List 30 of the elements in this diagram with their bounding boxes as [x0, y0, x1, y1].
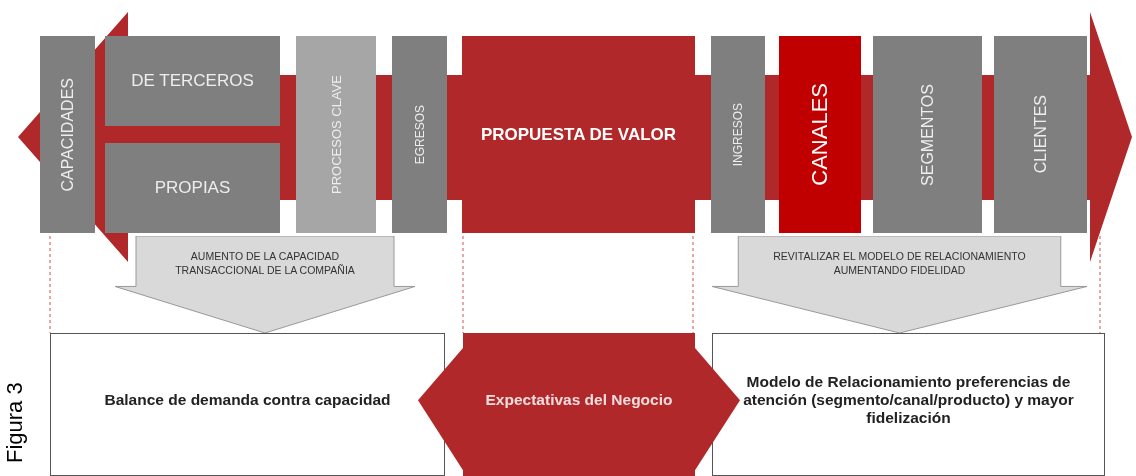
node-text: PROPIAS: [154, 178, 231, 198]
category-box: [105, 143, 280, 233]
node-text: CANALES: [807, 83, 833, 186]
node-text: INGRESOS: [731, 102, 745, 167]
node-text: AUMENTO DE LA CAPACIDAD TRANSACCIONAL DE LA COMPAÑIA: [174, 250, 356, 278]
vertical-box: [873, 36, 982, 233]
down-arrow-shape: [712, 236, 1087, 333]
node-text: PROPUESTA DE VALOR: [480, 124, 677, 145]
category-box: [105, 36, 280, 126]
highlight-box: [779, 36, 861, 233]
vertical-box: [392, 36, 447, 233]
node-text: PROCESOS CLAVE: [328, 75, 344, 194]
down-arrow-shape: [115, 236, 415, 333]
vertical-box: [711, 36, 765, 233]
node-text: REVITALIZAR EL MODELO DE RELACIONAMIENTO AUMENTANDO FIDELIDAD: [772, 250, 1027, 278]
result-box: [712, 333, 1105, 476]
node-text: CLIENTES: [1031, 95, 1050, 174]
node-text: Expectativas del Negocio: [484, 390, 674, 409]
result-box: [50, 333, 445, 476]
node-text: EGRESOS: [412, 104, 427, 165]
node-text: SEGMENTOS: [918, 83, 937, 186]
vertical-box: [994, 36, 1087, 233]
vertical-box: [296, 36, 376, 233]
figure-caption: Figura 3: [2, 381, 28, 465]
node-text: DE TERCEROS: [131, 71, 254, 91]
vertical-box: [40, 36, 95, 233]
node-text: Balance de demanda contra capacidad: [103, 390, 392, 409]
node-text: Modelo de Relacionamiento preferencias de atención (segmento/canal/producto) y mayor fidelización: [742, 372, 1075, 427]
double-arrow-shape: [418, 333, 740, 476]
node-text: CAPACIDADES: [58, 77, 77, 192]
